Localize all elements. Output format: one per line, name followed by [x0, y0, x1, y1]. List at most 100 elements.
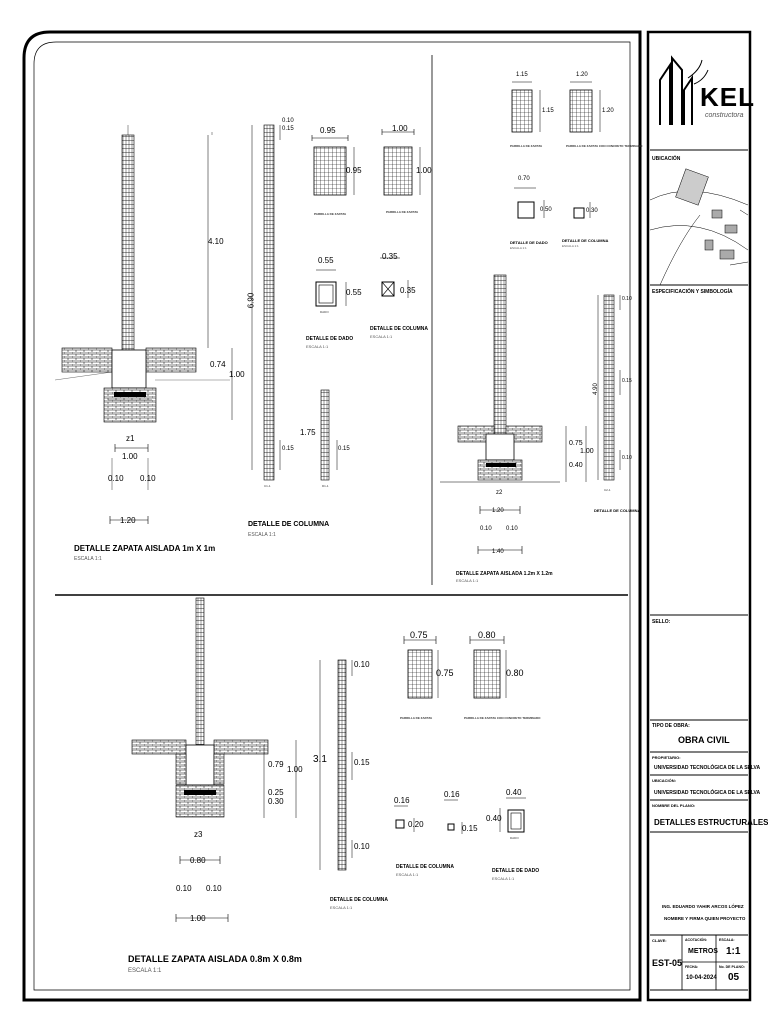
logo-building-icon — [659, 55, 693, 125]
tipo-obra-value: OBRA CIVIL — [678, 735, 730, 745]
dado2-h: 0.50 — [540, 207, 552, 213]
colsec2-title: DETALLE DE COLUMNA — [562, 238, 609, 243]
z3-dim-tag: z3 — [194, 830, 203, 839]
grid3-h2: 0.80 — [506, 668, 524, 678]
col2-dim-bot: 0.10 — [622, 455, 632, 461]
nombre-plano-value: DETALLES ESTRUCTURALES — [654, 818, 768, 827]
dado3-cap: DADO — [510, 836, 519, 840]
z1-dim-h-total: 1.00 — [229, 370, 245, 379]
z2-dim-right: 0.10 — [506, 526, 518, 532]
dado1-scale: ESCALA 1:1 — [306, 344, 329, 349]
z3-dim-h-dado: 0.79 — [268, 760, 284, 769]
z2-dim-w-outer: 1.40 — [492, 549, 504, 555]
z2-dim-h-total: 1.00 — [580, 448, 594, 455]
dado3-w: 0.40 — [506, 788, 522, 797]
z1-dim-w-outer: 1.20 — [120, 516, 136, 525]
company-logo: KEL — [700, 82, 755, 112]
col3-title: DETALLE DE COLUMNA — [330, 897, 388, 903]
clave-value: EST-05 — [652, 958, 683, 968]
grid2-w2: 1.20 — [576, 72, 588, 78]
z2-dim-left: 0.10 — [480, 526, 492, 532]
z2-dim-w-inner: 1.20 — [492, 508, 504, 514]
clave-label: CLAVE: — [652, 938, 667, 943]
company-sub: constructora — [705, 112, 744, 119]
location-map-sketch — [649, 168, 749, 286]
no-plano-label: No. DE PLANO: — [719, 965, 745, 969]
ubicacion-label: UBICACIÓN — [652, 156, 681, 162]
col1-dim-mid: 1.75 — [300, 428, 316, 437]
col2-tag: C2-1 — [604, 488, 611, 492]
propietario-value: UNIVERSIDAD TECNOLÓGICA DE LA SELVA — [654, 765, 761, 771]
col2-dim-total: 4.90 — [592, 383, 599, 395]
fecha-value: 10-04-2024 — [686, 975, 717, 981]
z3-dim-h-total: 1.00 — [287, 765, 303, 774]
escala-value: 1:1 — [726, 946, 741, 957]
z1-dim-h-dado: 0.74 — [210, 360, 226, 369]
col2-title: DETALLE DE COLUMNA — [594, 508, 641, 513]
grid1-w2: 1.00 — [392, 124, 408, 133]
dado2-scale: ESCALA 1:1 — [510, 246, 527, 250]
tipo-obra-label: TIPO DE OBRA: — [652, 723, 690, 729]
col3-scale: ESCALA 1:1 — [330, 905, 353, 910]
col1-dim-top-a: 0.10 — [282, 118, 294, 124]
z3-dim-h-b2: 0.30 — [268, 797, 284, 806]
dado2-title: DETALLE DE DADO — [510, 240, 548, 245]
z1-dim-left: 0.10 — [108, 474, 124, 483]
col1-dim-total: 6.90 — [246, 292, 256, 309]
colsec2-scale: ESCALA 1:1 — [562, 244, 579, 248]
col3-dim-bot: 0.10 — [354, 842, 370, 851]
z2-dim-h-dado: 0.75 — [569, 440, 583, 447]
dado1-title: DETALLE DE DADO — [306, 336, 354, 342]
z1-dim-w-inner: 1.00 — [122, 452, 138, 461]
acotacion-label: ACOTACIÓN: — [685, 938, 708, 942]
z3-dim-w-inner: 0.80 — [190, 856, 206, 865]
z1-dim-h-top: 4.10 — [208, 237, 224, 246]
grid2-h1: 1.15 — [542, 108, 554, 114]
col2-dim-top: 0.10 — [622, 296, 632, 302]
col2-dim-mid: 0.15 — [622, 378, 632, 384]
especificacion-label: ESPECIFICACIÓN Y SIMBOLOGÍA — [652, 289, 733, 295]
no-plano-value: 05 — [728, 972, 740, 983]
grid2-w1: 1.15 — [516, 72, 528, 78]
dado3-h: 0.40 — [486, 814, 502, 823]
col3-dim-mid: 0.15 — [354, 758, 370, 767]
grid1-cap1: PARRILLA DE ZAPATA — [314, 212, 347, 216]
colsec3-scale: ESCALA 1:1 — [396, 872, 419, 877]
col1-dim-bot-b: 0.15 — [338, 446, 350, 452]
col3-dim-top: 0.10 — [354, 660, 370, 669]
grid1-h1: 0.95 — [346, 166, 362, 175]
grid3-cap1: PARRILLA DE ZAPATA — [400, 716, 433, 720]
propietario-label: PROPIETARIO: — [652, 755, 681, 760]
z1-dim-tag: z1 — [126, 434, 135, 443]
z3-scale: ESCALA 1:1 — [128, 968, 162, 974]
grid1-cap2: PARRILLA DE ZAPATA — [386, 210, 419, 214]
ubicacion2-label: UBICACIÓN: — [652, 778, 676, 783]
grid2-h2: 1.20 — [602, 108, 614, 114]
ubicacion2-value: UNIVERSIDAD TECNOLÓGICA DE LA SELVA — [654, 790, 761, 796]
z2-dim-h-base: 0.40 — [569, 462, 583, 469]
dado3-title: DETALLE DE DADO — [492, 868, 540, 874]
z3-dim-right: 0.10 — [206, 884, 222, 893]
dado1-h: 0.55 — [346, 288, 362, 297]
colsec3-h1: 0.20 — [408, 820, 424, 829]
grid1-h2: 1.00 — [416, 166, 432, 175]
col1-dim-top-b: 0.15 — [282, 126, 294, 132]
grid1-w1: 0.95 — [320, 126, 336, 135]
grid2-cap2: PARRILLA DE ZAPATA CON CONCRETO TERMINAD… — [566, 144, 643, 148]
z1-title: DETALLE ZAPATA AISLADA 1m X 1m — [74, 544, 216, 553]
z1-dim-right: 0.10 — [140, 474, 156, 483]
colsec2-h: 0.30 — [586, 208, 598, 214]
firma-label: NOMBRE Y FIRMA QUIEN PROYECTO — [664, 916, 746, 921]
colsec3-w1: 0.16 — [394, 796, 410, 805]
colsec1-scale: ESCALA 1:1 — [370, 334, 393, 339]
dado1-w: 0.55 — [318, 256, 334, 265]
colsec3-w2: 0.16 — [444, 790, 460, 799]
colsec1-w: 0.35 — [382, 252, 398, 261]
dado1-cap: DADO — [320, 310, 329, 314]
z2-title: DETALLE ZAPATA AISLADA 1.2m X 1.2m — [456, 571, 553, 577]
ing-name: ING. EDUARDO YAHIR ARCOS LÓPEZ — [662, 904, 744, 909]
colsec1-h: 0.35 — [400, 286, 416, 295]
col1-title: DETALLE DE COLUMNA — [248, 521, 330, 528]
z3-title: DETALLE ZAPATA AISLADA 0.8m X 0.8m — [128, 954, 302, 964]
